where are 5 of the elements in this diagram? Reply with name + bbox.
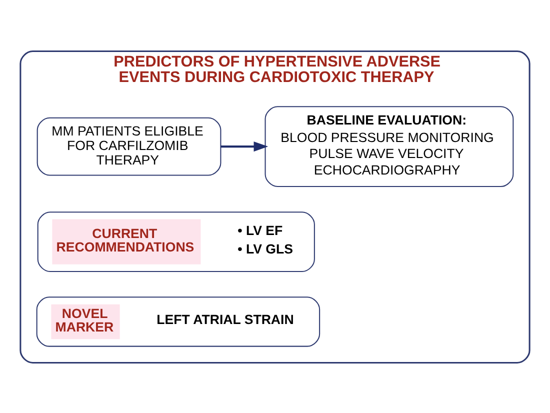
arrow [221, 141, 268, 152]
node-box: MM PATIENTS ELIGIBLE FOR CARFILZOMIB THERAPY [36, 116, 222, 176]
node-box: NOVEL MARKER LEFT ATRIAL STRAIN [36, 296, 320, 346]
node-box: BASELINE EVALUATION: BLOOD PRESSURE MONITORING PULSE WAVE VELOCITY ECHOCARDIOGRAPHY [264, 106, 514, 187]
node-box: CURRENT RECOMMENDATIONS • LV EF • LV GLS [37, 211, 315, 272]
